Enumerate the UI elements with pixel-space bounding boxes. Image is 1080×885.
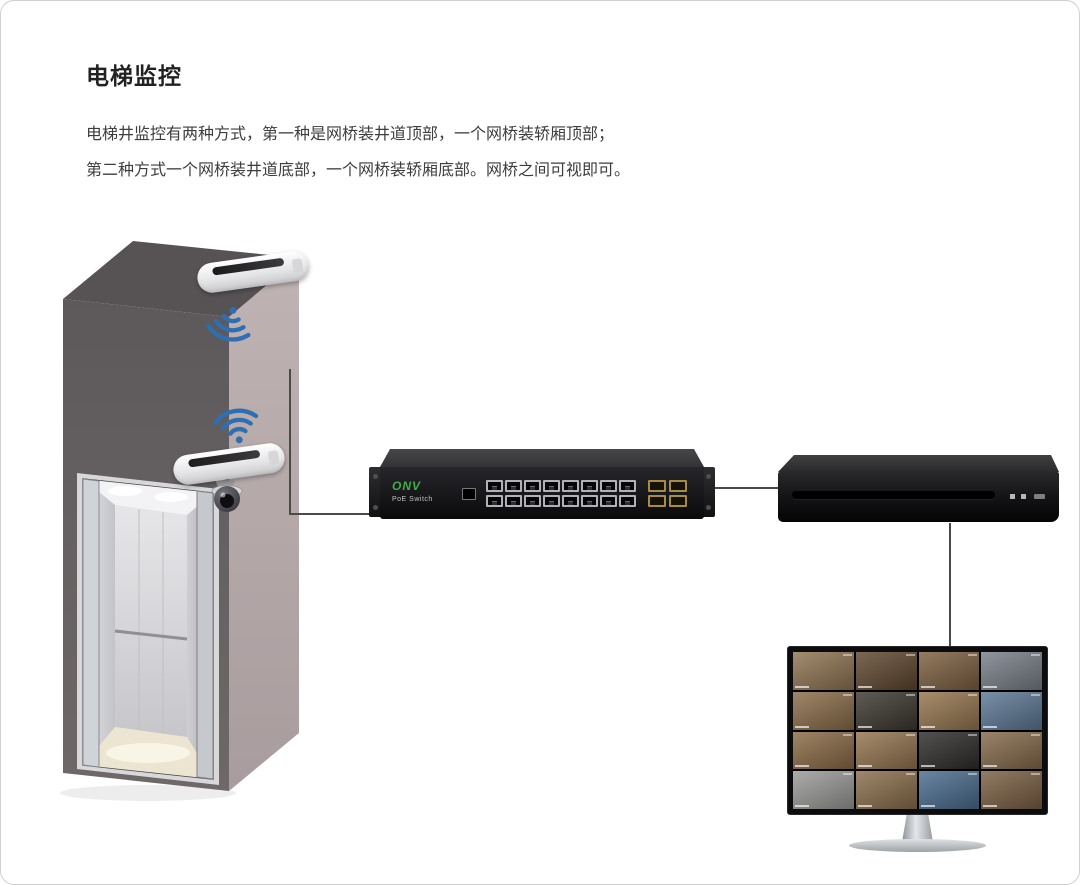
sfp-port [669, 495, 687, 507]
camera-feed [855, 691, 917, 730]
monitor-stand-neck [902, 815, 933, 842]
rj45-port [562, 480, 579, 492]
bridge-end-cap [267, 450, 280, 466]
cable-bridge-to-switch-vertical [289, 369, 291, 515]
poe-switch: ONV PoE Switch [369, 449, 715, 525]
wifi-signal-up-icon [213, 408, 259, 444]
camera-feed [793, 652, 854, 690]
surveillance-monitor [787, 646, 1048, 854]
rj45-port [486, 480, 503, 492]
rj45-port [524, 495, 541, 507]
nvr-usb-port [1034, 494, 1045, 499]
rj45-port [524, 480, 541, 492]
nvr-front-groove [792, 491, 995, 499]
right-door-panel [196, 490, 214, 780]
left-door-panel [82, 478, 100, 768]
rj45-port [619, 480, 636, 492]
camera-feed [981, 691, 1042, 730]
rj45-port [619, 495, 636, 507]
camera-feed [981, 771, 1042, 809]
rj45-port [486, 495, 503, 507]
monitor-screen [787, 646, 1048, 815]
rj45-port [581, 480, 598, 492]
switch-top-face [380, 449, 704, 467]
page-title: 电梯监控 [86, 63, 182, 89]
rj45-port [600, 480, 617, 492]
car-back-wall [115, 505, 187, 737]
switch-uplink-grid [648, 480, 687, 507]
brand-text: ONV [392, 479, 422, 493]
header: 电梯监控 电梯井监控有两种方式，第一种是网桥装井道顶部，一个网桥装轿厢顶部； 第… [86, 57, 630, 189]
cable-bridge-to-switch-horizontal [289, 513, 373, 515]
rj45-port [600, 495, 617, 507]
dome-highlight [220, 492, 226, 498]
rj45-port [543, 495, 560, 507]
camera-feed [981, 652, 1042, 690]
nvr-top-face [778, 455, 1059, 472]
handrail [114, 629, 188, 641]
nvr-port-icon [1010, 494, 1015, 499]
sfp-port [648, 480, 666, 492]
rj45-port [581, 495, 598, 507]
wifi-signal-down-icon [206, 306, 251, 342]
camera-feed [855, 771, 917, 809]
floor-shadow [60, 785, 236, 801]
bridge-antenna-window [211, 257, 285, 276]
camera-feed [855, 731, 917, 770]
rj45-port [505, 480, 522, 492]
switch-front-panel: ONV PoE Switch [380, 467, 704, 519]
elevator-shaft-illustration [60, 241, 299, 801]
switch-port-grid [486, 480, 636, 507]
camera-feed [918, 652, 980, 690]
sfp-port [648, 495, 666, 507]
description-line-1: 电梯井监控有两种方式，第一种是网桥装井道顶部，一个网桥装轿厢顶部； [86, 126, 615, 143]
camera-feed [981, 731, 1042, 770]
bridge-antenna-window [187, 449, 261, 468]
cable-nvr-to-monitor [949, 523, 951, 647]
shaft-right-face [229, 258, 299, 791]
camera-feed [918, 731, 980, 770]
camera-feed [918, 691, 980, 730]
description-line-2: 第二种方式一个网桥装井道底部，一个网桥装轿厢底部。网桥之间可视即可。 [86, 162, 631, 179]
rack-ear-left [369, 467, 382, 517]
cable-switch-to-nvr [713, 487, 779, 489]
floor-highlight [106, 743, 190, 763]
camera-feed [793, 731, 854, 770]
rj45-port [562, 495, 579, 507]
model-text: PoE Switch [392, 496, 433, 503]
switch-brand-logo: ONV PoE Switch [392, 480, 433, 503]
console-port [462, 488, 476, 500]
dome-camera [211, 479, 243, 512]
monitor-stand-base [849, 839, 986, 852]
rj45-port [505, 495, 522, 507]
rack-ear-right [702, 467, 715, 517]
camera-feed [918, 771, 980, 809]
camera-feed [793, 771, 854, 809]
camera-feed [855, 652, 917, 690]
rj45-port [543, 480, 560, 492]
camera-feed [793, 691, 854, 730]
nvr-port-icon [1021, 494, 1026, 499]
nvr-recorder [778, 455, 1059, 525]
camera-lens [220, 494, 234, 508]
sfp-port [669, 480, 687, 492]
camera-grid [793, 652, 1042, 809]
bridge-end-cap [291, 258, 304, 274]
nvr-front-panel [778, 472, 1059, 522]
ceiling-light [108, 486, 142, 496]
ceiling-light [154, 492, 188, 502]
